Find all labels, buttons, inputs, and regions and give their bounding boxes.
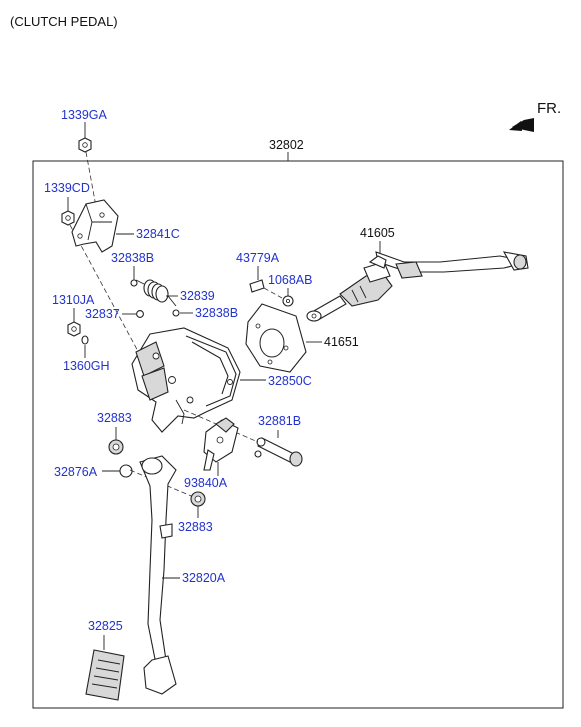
part-label-32850c: 32850C — [268, 374, 312, 388]
pin-32838b-lower-icon — [172, 309, 180, 317]
part-label-1360gh: 1360GH — [63, 359, 110, 373]
part-label-32841c: 32841C — [136, 227, 180, 241]
pivot-bolt-32881b-icon — [256, 437, 303, 467]
part-label-32837: 32837 — [85, 307, 120, 321]
washer-1360gh-icon — [81, 335, 89, 345]
part-label-32881b: 32881B — [258, 414, 301, 428]
bushing-32883-lower-icon — [190, 491, 206, 507]
part-label-43779a: 43779A — [236, 251, 280, 265]
part-label-32802: 32802 — [269, 138, 304, 152]
pin-32838b-upper-icon — [130, 279, 138, 287]
part-label-32838b-upper: 32838B — [111, 251, 154, 265]
clip-43779a-icon — [249, 279, 265, 293]
bracket-32841c-icon — [71, 199, 119, 253]
part-label-32838b-lower: 32838B — [195, 306, 238, 320]
front-direction-label: FR. — [537, 100, 561, 117]
washer-1068ab-icon — [282, 295, 294, 307]
pedal-pad-32825-icon — [85, 649, 125, 701]
part-label-41651: 41651 — [324, 335, 359, 349]
pedal-arm-32820a-icon — [139, 455, 177, 695]
part-label-32820a: 32820A — [182, 571, 226, 585]
front-direction-arrow-icon — [509, 118, 534, 132]
part-label-32839: 32839 — [180, 289, 215, 303]
gasket-41651-icon — [245, 303, 307, 373]
master-cylinder-41605-icon — [306, 251, 529, 322]
bolt-32837-icon — [136, 310, 144, 318]
spring-32839-icon — [135, 279, 177, 307]
part-label-93840a: 93840A — [184, 476, 228, 490]
nut-1339ga-icon — [78, 137, 92, 153]
part-label-1310ja: 1310JA — [52, 293, 95, 307]
part-label-32883-upper: 32883 — [97, 411, 132, 425]
pedal-bracket-32850c-icon — [131, 327, 241, 433]
diagram-title: (CLUTCH PEDAL) — [10, 14, 118, 29]
part-label-1339cd: 1339CD — [44, 181, 90, 195]
part-label-1339ga: 1339GA — [61, 108, 108, 122]
part-label-32876a: 32876A — [54, 465, 98, 479]
bushing-32876a-icon — [119, 464, 133, 478]
nut-1339cd-icon — [61, 210, 75, 226]
assembly-frame — [32, 160, 564, 709]
bushing-32883-upper-icon — [108, 439, 124, 455]
clutch-switch-93840a-icon — [203, 417, 262, 471]
part-label-32883-lower: 32883 — [178, 520, 213, 534]
nut-1310ja-icon — [67, 321, 81, 337]
part-label-41605: 41605 — [360, 226, 395, 240]
part-label-1068ab: 1068AB — [268, 273, 312, 287]
part-label-32825: 32825 — [88, 619, 123, 633]
